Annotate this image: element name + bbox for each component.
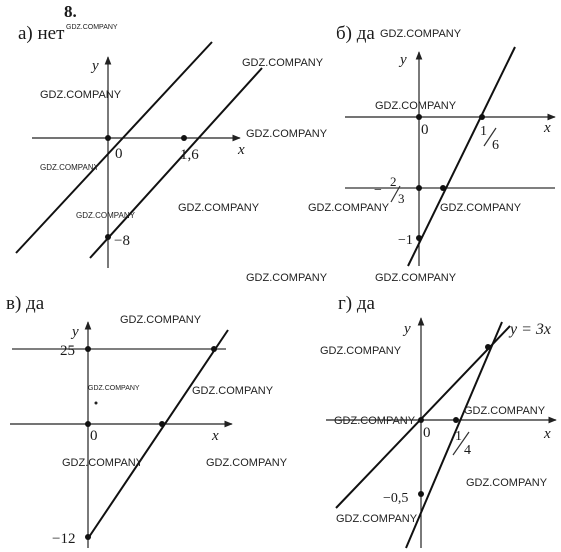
panel-a-x-intercept-label: 1,6 (180, 147, 199, 163)
panel-a-x-intercept-point (181, 135, 187, 141)
panel-b-x-label: x (543, 120, 551, 136)
panel-a-line-through-origin (15, 41, 213, 254)
panel-g-line-label: y = 3x (508, 321, 551, 338)
panel-b-level-num: 2 (390, 174, 397, 189)
panel-a: а) нет x y 0 1,6 −8 (15, 23, 263, 268)
watermark: GDZ.COMPANY (466, 477, 548, 489)
panel-g-y-label: y (402, 321, 411, 337)
panel-b-origin-point (416, 114, 422, 120)
panel-g-y-intercept-point (418, 491, 424, 497)
watermark: GDZ.COMPANY (88, 385, 140, 392)
watermark: GDZ.COMPANY (375, 100, 457, 112)
panel-v-caption: в) да (6, 293, 45, 314)
watermark: GDZ.COMPANY (40, 163, 100, 172)
panel-v-x-intercept-point (159, 421, 165, 427)
panel-v-y-label: y (70, 324, 79, 340)
panel-g-origin-label: 0 (423, 425, 431, 441)
watermark: GDZ.COMPANY (334, 415, 416, 427)
panel-b-y-intercept-label: −1 (398, 233, 413, 248)
panel-v-bottom-label: −12 (52, 531, 75, 547)
panel-g-caption: г) да (338, 293, 376, 314)
watermark: GDZ.COMPANY (380, 28, 462, 40)
panel-g-y-intercept-label: −0,5 (383, 491, 408, 506)
panel-g-x-frac-bar (452, 431, 470, 456)
watermark: GDZ.COMPANY (76, 211, 136, 220)
panel-b-level-den: 3 (398, 191, 405, 206)
panel-b-level-sign: − (374, 183, 382, 198)
panel-b-level-point-axis (416, 185, 422, 191)
panel-a-origin-point (105, 135, 111, 141)
panel-v-top-axis-point (85, 346, 91, 352)
panel-a-y-label: y (90, 58, 99, 74)
panel-v-y-intercept-point (85, 534, 91, 540)
panel-v: в) да x y 0 25 −12 (6, 293, 233, 548)
watermark: GDZ.COMPANY (62, 457, 144, 469)
panel-b-x-frac-den: 6 (492, 138, 499, 153)
panel-g-origin-point (418, 417, 424, 423)
panel-a-line-shifted (89, 67, 263, 259)
panel-g-x-frac-num: 1 (455, 429, 462, 444)
panel-a-caption: а) нет (18, 23, 65, 44)
watermark: GDZ.COMPANY (375, 272, 457, 284)
panel-b-y-intercept-point (416, 235, 422, 241)
watermark: GDZ.COMPANY (178, 202, 260, 214)
panel-b-x-frac-bar (483, 127, 497, 147)
watermark: GDZ.COMPANY (66, 24, 118, 31)
panel-b-origin-label: 0 (421, 122, 429, 138)
panel-b: б) да x y 0 1 6 − 2 3 −1 (336, 23, 556, 267)
panel-v-stray-dot (94, 401, 98, 405)
panel-v-x-label: x (211, 428, 219, 444)
panel-g-x-label: x (543, 426, 551, 442)
watermark: GDZ.COMPANY (192, 385, 274, 397)
watermark: GDZ.COMPANY (246, 272, 328, 284)
watermark: GDZ.COMPANY (320, 345, 402, 357)
panel-a-y-intercept-label: −8 (114, 233, 130, 249)
panel-g-line-y-3x (335, 325, 511, 509)
panel-b-caption: б) да (336, 23, 375, 44)
panel-b-x-intercept-point (479, 114, 485, 120)
panel-g: г) да x y 0 1 4 −0,5 y = 3x (326, 293, 557, 549)
panel-g-x-intercept-point (453, 417, 459, 423)
watermark: GDZ.COMPANY (120, 314, 202, 326)
panel-a-origin-label: 0 (115, 146, 123, 162)
watermark-layer: GDZ.COMPANY GDZ.COMPANY GDZ.COMPANY GDZ.… (40, 24, 548, 525)
watermark: GDZ.COMPANY (206, 457, 288, 469)
panel-b-graph-line (407, 46, 516, 267)
panel-g-intersection-point (485, 344, 491, 350)
panel-g-x-frac-den: 4 (464, 443, 471, 458)
panel-v-top-label: 25 (60, 343, 75, 359)
panel-a-x-label: x (237, 142, 245, 158)
watermark: GDZ.COMPANY (336, 513, 418, 525)
watermark: GDZ.COMPANY (246, 128, 328, 140)
panel-b-intersection-point (440, 185, 446, 191)
panel-b-level-frac-bar (390, 185, 401, 203)
watermark: GDZ.COMPANY (242, 57, 324, 69)
task-number: 8. (64, 2, 77, 21)
panel-b-x-frac-num: 1 (480, 124, 487, 139)
panel-v-origin-label: 0 (90, 428, 98, 444)
panel-v-top-intersection-point (211, 346, 217, 352)
watermark: GDZ.COMPANY (464, 405, 546, 417)
panel-v-graph-line (88, 329, 229, 538)
watermark: GDZ.COMPANY (40, 89, 122, 101)
panel-b-y-label: y (398, 52, 407, 68)
watermark: GDZ.COMPANY (440, 202, 522, 214)
panel-a-y-intercept-point (105, 234, 111, 240)
panel-v-origin-point (85, 421, 91, 427)
panel-g-line-steep (405, 321, 503, 549)
watermark: GDZ.COMPANY (308, 202, 390, 214)
